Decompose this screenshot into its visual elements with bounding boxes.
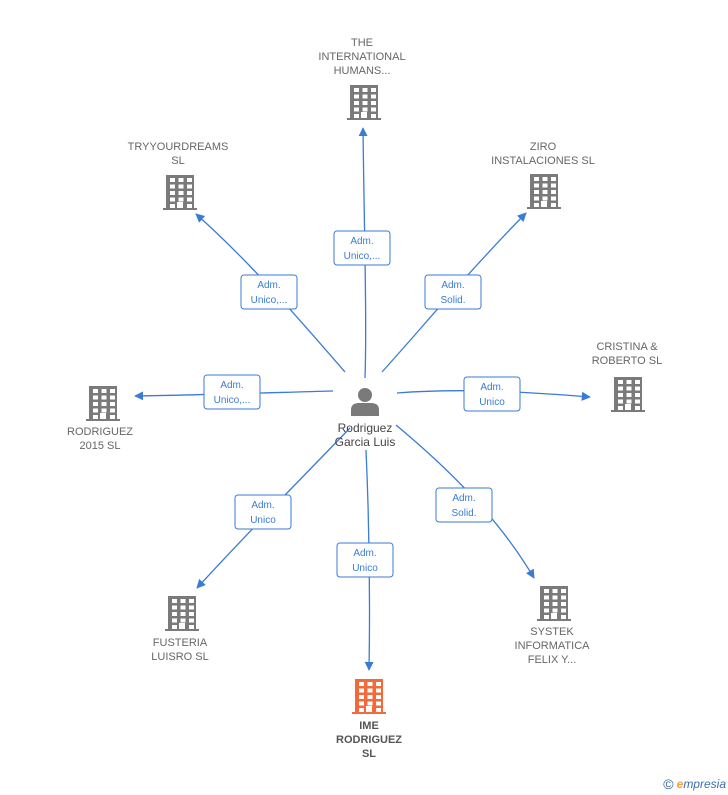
company-name-line: FELIX Y... — [528, 654, 577, 666]
company-name-line: TRYYOURDREAMS — [128, 141, 229, 153]
company-node-ziro-instalaciones[interactable]: ZIRO INSTALACIONES SL — [491, 141, 595, 209]
company-name-line: SL — [171, 155, 184, 167]
company-name-line: INSTALACIONES SL — [491, 155, 595, 167]
brand-name: mpresia — [683, 777, 726, 791]
edge-international-humans — [358, 127, 368, 379]
role-text-line: Adm. — [480, 382, 503, 393]
company-name-line: LUISRO SL — [151, 651, 208, 663]
role-badge-ziro-instalaciones[interactable]: Adm. Solid. — [424, 274, 482, 310]
building-icon — [611, 377, 645, 412]
building-icon — [163, 175, 197, 210]
company-node-tryyourdreams[interactable]: TRYYOURDREAMS SL — [128, 141, 229, 210]
building-icon — [347, 85, 381, 120]
role-text-line: Adm. — [251, 500, 274, 511]
company-node-international-humans[interactable]: THE INTERNATIONAL HUMANS... — [318, 37, 406, 120]
roles-layer: Adm.Unico,...Adm.Solid.Adm.UnicoAdm.Soli… — [203, 230, 521, 578]
copyright-symbol: © — [663, 776, 674, 792]
role-text-line: Solid. — [451, 508, 476, 519]
building-icon — [527, 174, 561, 209]
role-badge-systek-informatica[interactable]: Adm. Solid. — [435, 487, 493, 523]
company-name-line: ROBERTO SL — [592, 355, 663, 367]
role-text-line: Adm. — [257, 280, 280, 291]
building-icon — [352, 679, 386, 714]
person-name-line: Garcia Luis — [335, 435, 396, 449]
building-icon — [165, 596, 199, 631]
role-text-line: Unico,... — [251, 295, 288, 306]
role-badge-rodriguez-2015[interactable]: Adm. Unico,... — [203, 374, 261, 410]
building-icon — [86, 386, 120, 421]
role-badge-tryyourdreams[interactable]: Adm. Unico,... — [240, 274, 298, 310]
company-name-line: RODRIGUEZ — [336, 734, 402, 746]
role-text-line: Adm. — [220, 380, 243, 391]
role-badge-cristina-roberto[interactable]: Adm. Unico — [463, 376, 521, 412]
company-name-line: INFORMATICA — [515, 640, 591, 652]
brand-footer[interactable]: © empresia — [663, 776, 726, 792]
role-text-line: Adm. — [441, 280, 464, 291]
company-name-line: HUMANS... — [334, 65, 391, 77]
role-text-line: Adm. — [353, 548, 376, 559]
role-box — [463, 376, 521, 412]
company-name-line: 2015 SL — [80, 440, 121, 452]
role-badge-international-humans[interactable]: Adm. Unico,... — [333, 230, 391, 266]
role-box — [336, 542, 394, 578]
company-node-fusteria-luisro[interactable]: FUSTERIA LUISRO SL — [151, 596, 209, 663]
company-name-line: ZIRO — [530, 141, 557, 153]
nodes-layer: THE INTERNATIONAL HUMANS... ZIRO INSTALACION… — [67, 37, 662, 760]
role-box — [203, 374, 261, 410]
person-icon — [351, 388, 379, 416]
role-badge-ime-rodriguez[interactable]: Adm. Unico — [336, 542, 394, 578]
role-text-line: Unico — [352, 563, 378, 574]
company-name-line: INTERNATIONAL — [318, 51, 405, 63]
role-text-line: Unico,... — [214, 395, 251, 406]
company-name-line: FUSTERIA — [153, 637, 208, 649]
role-text-line: Adm. — [452, 493, 475, 504]
role-box — [333, 230, 391, 266]
role-box — [435, 487, 493, 523]
company-node-cristina-roberto[interactable]: CRISTINA & ROBERTO SL — [592, 341, 663, 412]
company-node-systek-informatica[interactable]: SYSTEK INFORMATICA FELIX Y... — [515, 586, 591, 666]
company-name-line: SYSTEK — [530, 626, 574, 638]
role-badge-fusteria-luisro[interactable]: Adm. Unico — [234, 494, 292, 530]
company-node-rodriguez-2015[interactable]: RODRIGUEZ 2015 SL — [67, 386, 133, 452]
company-name-line: RODRIGUEZ — [67, 426, 133, 438]
company-name-line: THE — [351, 37, 373, 49]
role-text-line: Solid. — [440, 295, 465, 306]
brand-initial: e — [676, 777, 684, 791]
role-box — [240, 274, 298, 310]
person-name-line: Rodriguez — [338, 421, 393, 435]
role-box — [424, 274, 482, 310]
building-icon — [537, 586, 571, 621]
company-name-line: CRISTINA & — [596, 341, 658, 353]
role-text-line: Unico — [250, 515, 276, 526]
company-node-ime-rodriguez[interactable]: IME RODRIGUEZ SL — [336, 679, 402, 760]
brand-logo: empresia — [677, 777, 726, 791]
role-text-line: Unico,... — [344, 251, 381, 262]
company-name-line: IME — [359, 720, 379, 732]
company-name-line: SL — [362, 748, 376, 760]
role-text-line: Adm. — [350, 236, 373, 247]
role-text-line: Unico — [479, 397, 505, 408]
role-box — [234, 494, 292, 530]
